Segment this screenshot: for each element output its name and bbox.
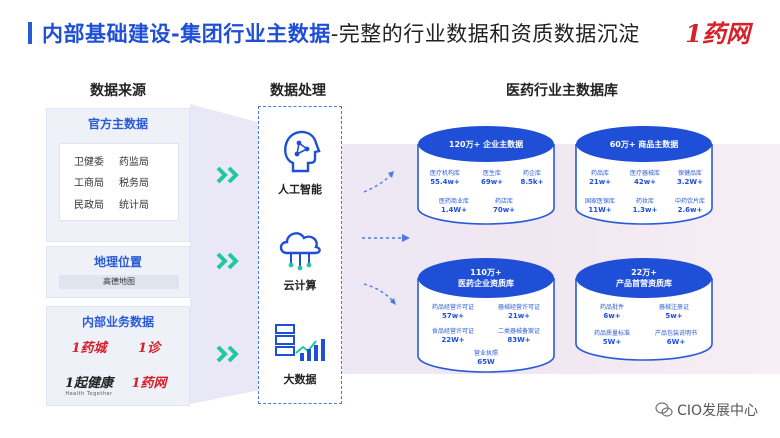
processing-item-ai: 人工智能 xyxy=(259,125,341,197)
official-data-box: 官方主数据 卫健委 药监局 工商局 税务局 民政局 统计局 xyxy=(46,108,190,242)
geo-data-box: 地理位置 高德地图 xyxy=(46,246,190,298)
company-logo: 1药网 xyxy=(685,19,750,48)
chevron-right-icon xyxy=(216,166,239,184)
ai-head-icon xyxy=(284,130,321,173)
geo-data-title: 地理位置 xyxy=(93,255,142,269)
heading-data-processing: 数据处理 xyxy=(270,83,326,99)
watermark-text: CIO发展中心 xyxy=(677,403,758,419)
processing-label: 人工智能 xyxy=(278,183,322,196)
official-item: 民政局 xyxy=(74,199,104,211)
processing-item-bigdata: 大数据 xyxy=(259,319,341,387)
official-item: 税务局 xyxy=(119,178,149,190)
internal-data-title: 内部业务数据 xyxy=(81,315,154,329)
chevron-right-icon xyxy=(216,252,239,270)
cylinder-shape xyxy=(575,258,713,361)
cloud-icon xyxy=(279,232,321,271)
processing-label: 云计算 xyxy=(283,279,317,292)
page-title: 内部基础建设-集团行业主数据-完整的行业数据和资质数据沉淀 xyxy=(28,18,640,48)
official-item: 工商局 xyxy=(74,178,104,190)
title-rest: -完整的行业数据和资质数据沉淀 xyxy=(330,22,640,46)
cylinder-shape xyxy=(417,126,555,225)
geo-data-item: 高德地图 xyxy=(59,275,179,289)
cylinder-title: 110万+ xyxy=(470,268,502,277)
official-item: 统计局 xyxy=(119,199,149,211)
processing-panel: 人工智能 云计算 大数据 xyxy=(258,106,342,404)
official-data-title: 官方主数据 xyxy=(87,117,148,131)
processing-label: 大数据 xyxy=(283,373,317,386)
processing-item-cloud: 云计算 xyxy=(259,225,341,293)
arrow-head-icon xyxy=(402,234,410,242)
cylinder-shape xyxy=(575,126,713,225)
title-strong: 内部基础建设-集团行业主数据 xyxy=(42,22,331,46)
cylinder-shape xyxy=(417,258,555,373)
cylinder-title: 120万+ 企业主数据 xyxy=(448,140,524,149)
arrow-head-icon xyxy=(390,298,396,305)
heading-master-database: 医药行业主数据库 xyxy=(506,83,618,99)
brand-logo: 1诊 xyxy=(137,341,161,356)
arrow-head-icon xyxy=(388,171,394,178)
official-data-list: 卫健委 药监局 工商局 税务局 民政局 统计局 xyxy=(59,143,179,221)
chevron-right-icon xyxy=(216,345,239,363)
big-data-icon xyxy=(275,324,325,361)
cylinder-title: 22万+ xyxy=(631,268,657,277)
brand-logo: 1药网 xyxy=(131,376,167,391)
wechat-icon xyxy=(655,402,673,417)
official-item: 卫健委 xyxy=(74,157,104,169)
brand-logo: 1药城 xyxy=(71,341,107,356)
official-item: 药监局 xyxy=(119,157,149,169)
brand-subtitle: Health Together xyxy=(65,391,113,397)
cylinder-subtitle: 医药企业资质库 xyxy=(458,279,514,288)
title-accent-bar xyxy=(28,22,32,44)
flow-arrows xyxy=(362,171,410,305)
cylinder-title: 60万+ 商品主数据 xyxy=(609,140,679,149)
cylinder-subtitle: 产品首营资质库 xyxy=(616,279,672,288)
heading-data-source: 数据来源 xyxy=(90,83,146,99)
watermark: CIO发展中心 xyxy=(655,400,758,420)
